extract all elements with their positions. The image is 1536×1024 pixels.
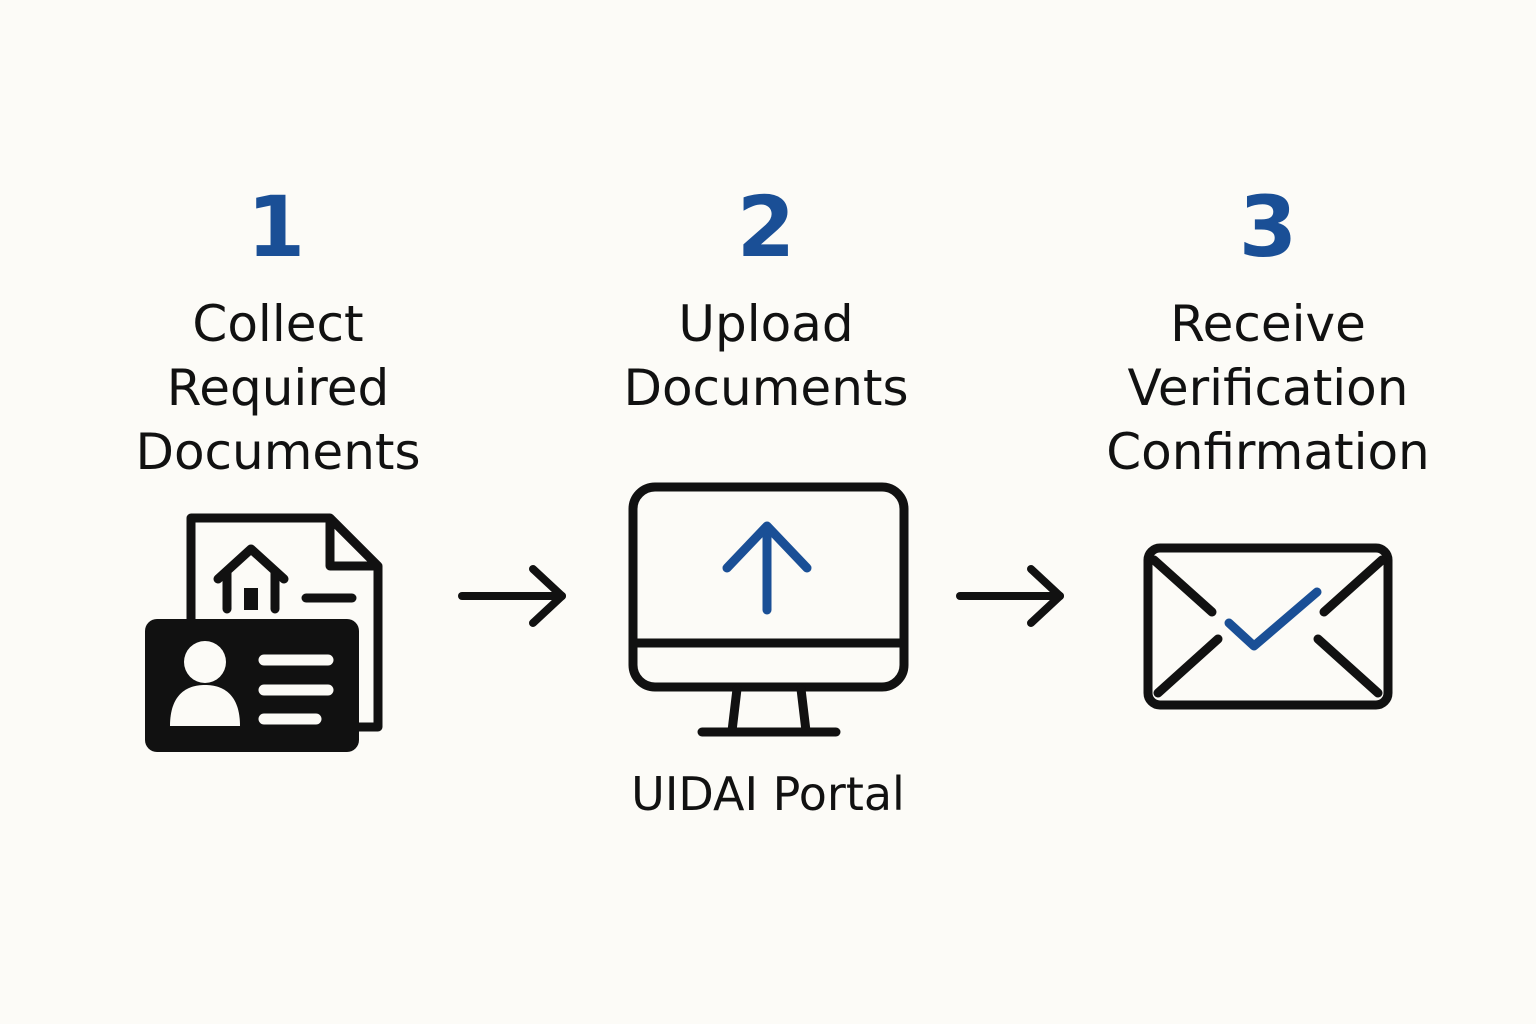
step-1-title-line: Required: [166, 359, 390, 417]
step-2-number: 2: [736, 178, 796, 276]
step-2-title: Upload Documents: [576, 292, 956, 420]
step-1-number: 1: [246, 178, 306, 276]
envelope-check-icon: [1143, 543, 1393, 710]
step-1-title: Collect Required Documents: [88, 292, 468, 484]
step-3-title: Receive Verification Confirmation: [1078, 292, 1458, 484]
step-1-title-line: Collect: [192, 295, 364, 353]
house-icon: [213, 544, 289, 614]
portal-caption: UIDAI Portal: [631, 767, 905, 821]
upload-arrow-icon: [722, 521, 812, 615]
step-3-title-line: Confirmation: [1106, 423, 1430, 481]
right-arrow-icon: [956, 565, 1064, 627]
step-3-title-line: Receive: [1170, 295, 1366, 353]
id-card-and-document-icon: [145, 513, 383, 752]
step-3-number: 3: [1238, 178, 1298, 276]
right-arrow-icon: [458, 565, 566, 627]
check-icon: [1224, 587, 1322, 651]
step-3-title-line: Verification: [1127, 359, 1409, 417]
person-icon: [170, 641, 240, 726]
step-2-title-line: Documents: [623, 359, 909, 417]
step-2-title-line: Upload: [678, 295, 854, 353]
monitor-upload-icon: [628, 482, 909, 737]
step-1-title-line: Documents: [135, 423, 421, 481]
